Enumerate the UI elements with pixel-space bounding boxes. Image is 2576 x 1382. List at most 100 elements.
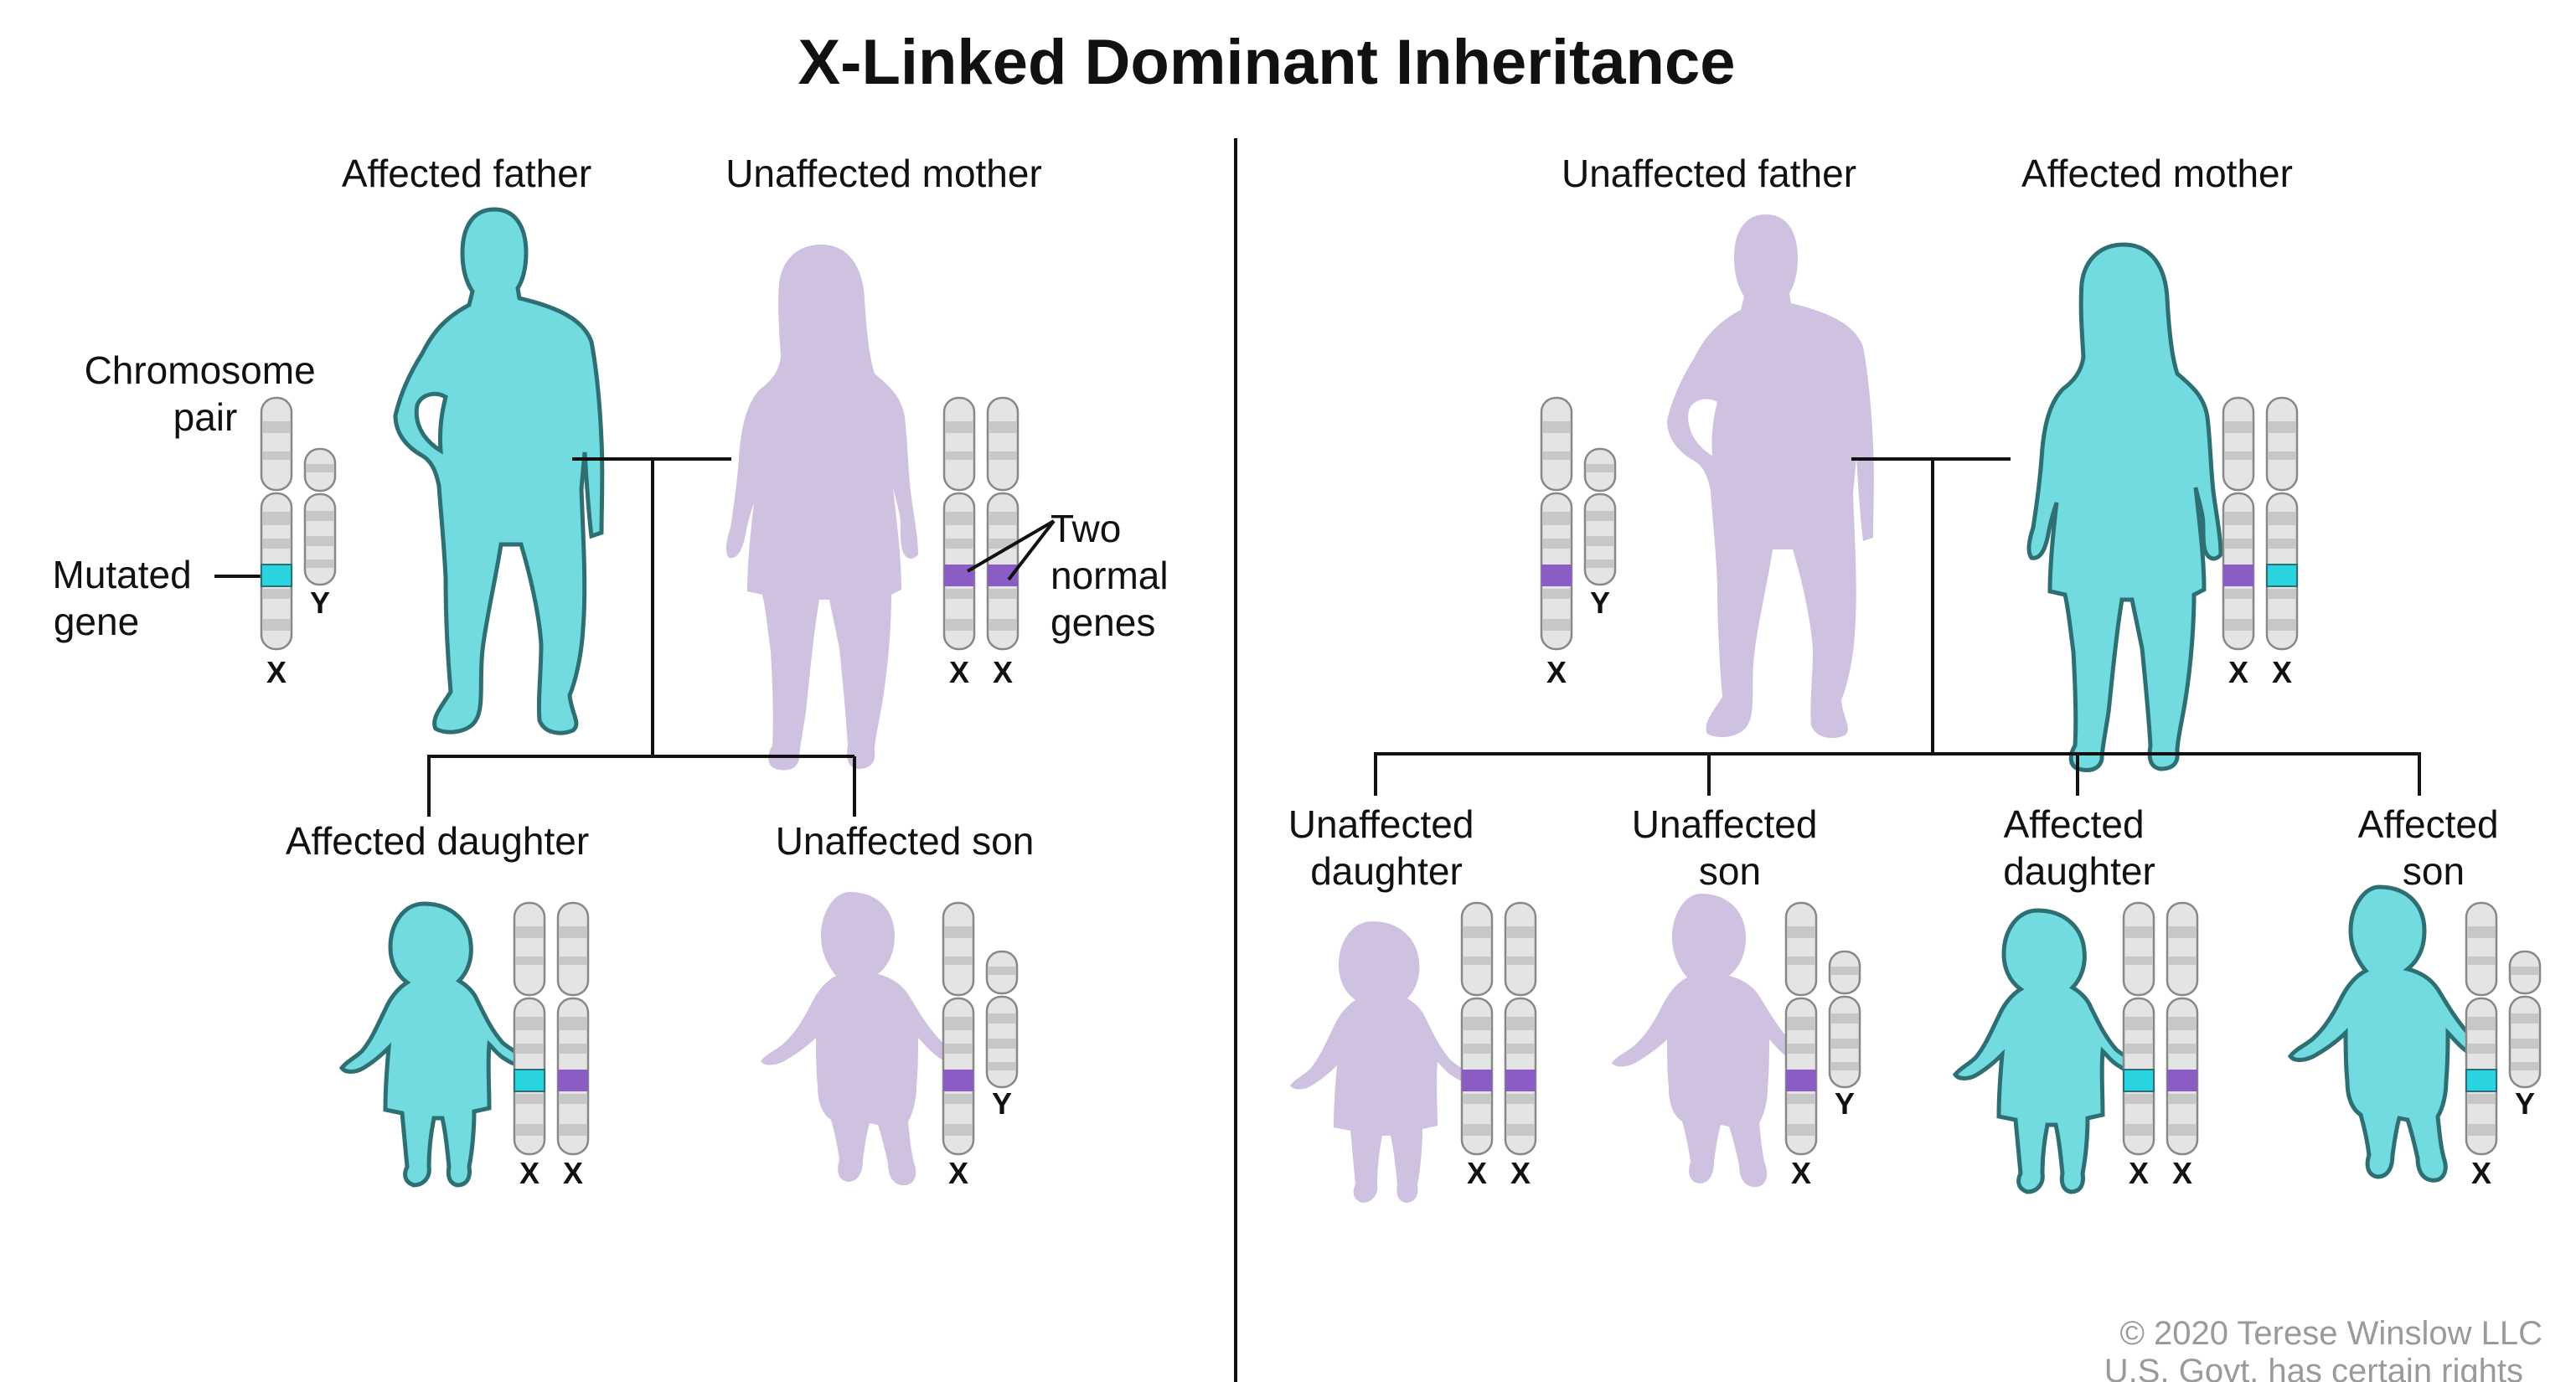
- r-father-y-chromosome: [1583, 447, 1617, 586]
- mutated-gene-band: [261, 564, 292, 587]
- r-child3-normal-band: [2167, 1070, 2197, 1091]
- r-child3-label-line1: Affected: [2004, 802, 2145, 846]
- copyright-text: © 2020 Terese Winslow LLC: [2119, 1315, 2542, 1352]
- r-child1-x-chromosome-2: [1504, 901, 1537, 1156]
- unaffected-son-label: Unaffected son: [776, 819, 1035, 863]
- two-normal-genes-line2: normal: [1051, 554, 1169, 597]
- daughter-x-letter-1: X: [519, 1156, 539, 1190]
- r-father-normal-band: [1541, 565, 1572, 586]
- son-x-chromosome: [942, 901, 975, 1156]
- normal-gene-band-1: [944, 565, 974, 586]
- r-child4-x-chromosome: [2465, 901, 2498, 1156]
- r-child1-label-line2: daughter: [1310, 849, 1463, 893]
- r-father-y-letter: Y: [1590, 585, 1610, 620]
- r-child3-x-chromosome-2: [2166, 901, 2199, 1156]
- r-child4-x-letter: X: [2471, 1156, 2491, 1190]
- r-mother-x-letter-2: X: [2272, 655, 2292, 689]
- r-child3-mutated-band: [2123, 1069, 2155, 1092]
- unaffected-mother-figure: [725, 245, 918, 771]
- father-x-chromosome: [260, 396, 293, 651]
- r-father-x-chromosome: [1540, 396, 1573, 651]
- r-child2-label-line2: son: [1699, 849, 1761, 893]
- diagram-title: X-Linked Dominant Inheritance: [798, 27, 1735, 98]
- r-child1-label: Unaffected daughter: [1288, 802, 1484, 893]
- r-child1-label-line1: Unaffected: [1288, 802, 1474, 846]
- r-child1-x-chromosome-1: [1460, 901, 1494, 1156]
- affected-father-figure: [395, 209, 602, 733]
- r-mother-x-chromosome-1: [2222, 396, 2255, 651]
- daughter-mutated-band: [514, 1069, 545, 1092]
- son-y-chromosome: [985, 950, 1019, 1089]
- mother-x-chromosome-1: [942, 396, 976, 651]
- r-father-x-letter: X: [1546, 655, 1567, 689]
- r-child4-label: Affected son: [2358, 802, 2510, 893]
- father-y-chromosome: [303, 447, 337, 586]
- affected-father-label: Affected father: [342, 152, 591, 195]
- r-mother-x-chromosome-2: [2265, 396, 2299, 651]
- unaffected-father-figure: [1667, 214, 1874, 739]
- unaffected-father-label: Unaffected father: [1562, 152, 1856, 195]
- mother-x-letter-2: X: [993, 655, 1013, 689]
- r-child4-label-line2: son: [2403, 849, 2465, 893]
- mother-x-chromosome-2: [986, 396, 1020, 651]
- r-affected-daughter-figure: [1955, 910, 2140, 1192]
- mutated-gene-label: Mutated gene: [53, 553, 203, 643]
- r-unaffected-son-figure: [1612, 894, 1809, 1188]
- two-normal-genes-label: Two normal genes: [1051, 507, 1179, 644]
- r-child3-label: Affected daughter: [2003, 802, 2155, 893]
- son-y-letter: Y: [992, 1086, 1012, 1121]
- left-panel: Affected father Unaffected mother Chromo…: [53, 152, 1179, 1190]
- chromosome-pair-label: Chromosome pair: [85, 348, 327, 439]
- r-child2-label-line1: Unaffected: [1632, 802, 1818, 846]
- r-child4-y-chromosome: [2508, 950, 2542, 1089]
- r-child3-x-chromosome-1: [2122, 901, 2155, 1156]
- r-child4-mutated-band: [2465, 1069, 2497, 1092]
- chromosome-pair-line2: pair: [173, 395, 238, 439]
- mutated-gene-line1: Mutated: [53, 553, 192, 596]
- affected-mother-figure: [2029, 245, 2221, 771]
- r-child3-label-line2: daughter: [2003, 849, 2155, 893]
- unaffected-son-figure: [761, 892, 958, 1186]
- mutated-gene-line2: gene: [54, 600, 139, 643]
- normal-gene-pointer-2: [1007, 519, 1056, 581]
- r-child2-x-letter: X: [1791, 1156, 1811, 1190]
- r-affected-son-figure: [2290, 887, 2488, 1180]
- two-normal-genes-line1: Two: [1051, 507, 1121, 550]
- normal-gene-pointer-1: [966, 519, 1056, 573]
- r-child2-y-letter: Y: [1835, 1086, 1855, 1121]
- right-panel: Unaffected father Affected mother X Y X …: [1288, 152, 2542, 1203]
- two-normal-genes-line3: genes: [1051, 601, 1155, 644]
- r-child4-label-line1: Affected: [2358, 802, 2499, 846]
- r-child1-x-letter-1: X: [1467, 1156, 1487, 1190]
- son-x-letter: X: [948, 1156, 968, 1190]
- r-child2-band: [1786, 1070, 1816, 1091]
- daughter-x-chromosome-2: [556, 901, 590, 1156]
- r-child1-x-letter-2: X: [1510, 1156, 1531, 1190]
- mother-x-letter-1: X: [949, 655, 969, 689]
- daughter-normal-band: [558, 1070, 588, 1091]
- r-unaffected-daughter-figure: [1290, 921, 1474, 1203]
- r-child3-x-letter-2: X: [2172, 1156, 2192, 1190]
- affected-daughter-label: Affected daughter: [286, 819, 589, 863]
- affected-mother-label: Affected mother: [2021, 152, 2293, 195]
- r-child2-label: Unaffected son: [1632, 802, 1828, 893]
- r-mother-x-letter-1: X: [2228, 655, 2248, 689]
- son-normal-band: [943, 1070, 973, 1091]
- daughter-x-chromosome-1: [513, 901, 546, 1156]
- unaffected-mother-label: Unaffected mother: [725, 152, 1042, 195]
- r-child2-y-chromosome: [1828, 950, 1861, 1089]
- father-x-letter: X: [266, 655, 287, 689]
- daughter-x-letter-2: X: [563, 1156, 583, 1190]
- r-child2-x-chromosome: [1784, 901, 1818, 1156]
- r-child1-band-1: [1462, 1070, 1492, 1091]
- r-mother-normal-band: [2223, 565, 2253, 586]
- father-y-letter: Y: [310, 585, 330, 620]
- r-child3-x-letter-1: X: [2129, 1156, 2149, 1190]
- r-child4-y-letter: Y: [2515, 1086, 2535, 1121]
- r-mother-mutated-band: [2266, 564, 2298, 587]
- r-child1-band-2: [1505, 1070, 1536, 1091]
- chromosome-pair-line1: Chromosome: [85, 348, 316, 392]
- rights-text: U.S. Govt. has certain rights: [2104, 1353, 2523, 1382]
- affected-daughter-figure: [342, 904, 526, 1185]
